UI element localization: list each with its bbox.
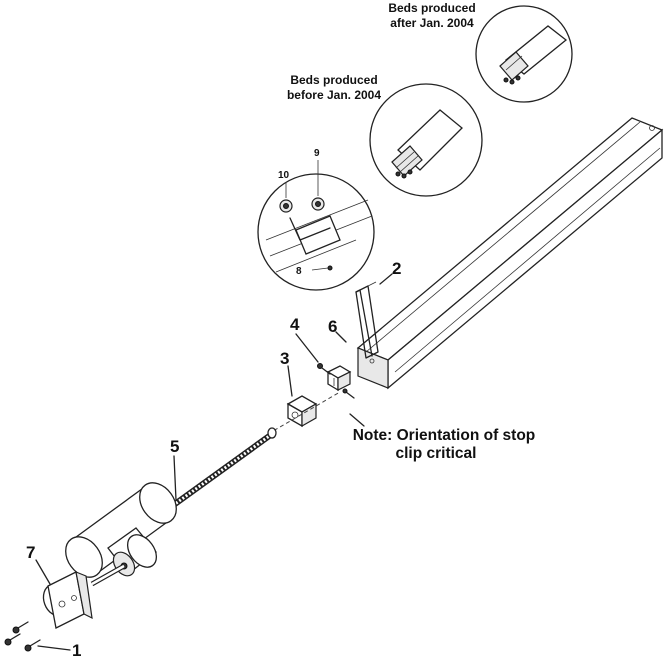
callout-10: 10 — [278, 170, 290, 181]
caption-after-line2: after Jan. 2004 — [390, 16, 474, 30]
leader-lines — [35, 273, 393, 651]
caption-before-line2: before Jan. 2004 — [287, 88, 381, 102]
drive-motor — [65, 482, 177, 587]
callout-7: 7 — [26, 543, 35, 562]
callout-2: 2 — [392, 259, 401, 278]
caption-after-line1: Beds produced — [388, 1, 475, 15]
part-1-screws — [4, 621, 41, 652]
detail-circle-before-2004 — [369, 83, 483, 197]
note-line2: clip critical — [396, 445, 477, 462]
detail-circle-fasteners — [257, 160, 375, 291]
callout-6: 6 — [328, 317, 337, 336]
part-7-bracket — [42, 571, 93, 629]
part-4-screw — [317, 363, 355, 399]
part-6-stop-clip — [326, 365, 352, 392]
callout-8: 8 — [296, 266, 302, 277]
detail-circle-after-2004 — [475, 5, 573, 103]
part-2-u-clip — [355, 281, 379, 359]
note-line1: Note: Orientation of stop — [353, 427, 536, 444]
part-3-nut-block — [286, 395, 318, 428]
callout-1: 1 — [72, 641, 81, 660]
callout-4: 4 — [290, 315, 300, 334]
callout-3: 3 — [280, 349, 289, 368]
callout-5: 5 — [170, 437, 179, 456]
callout-9: 9 — [314, 148, 320, 159]
caption-before-line1: Beds produced — [290, 73, 377, 87]
